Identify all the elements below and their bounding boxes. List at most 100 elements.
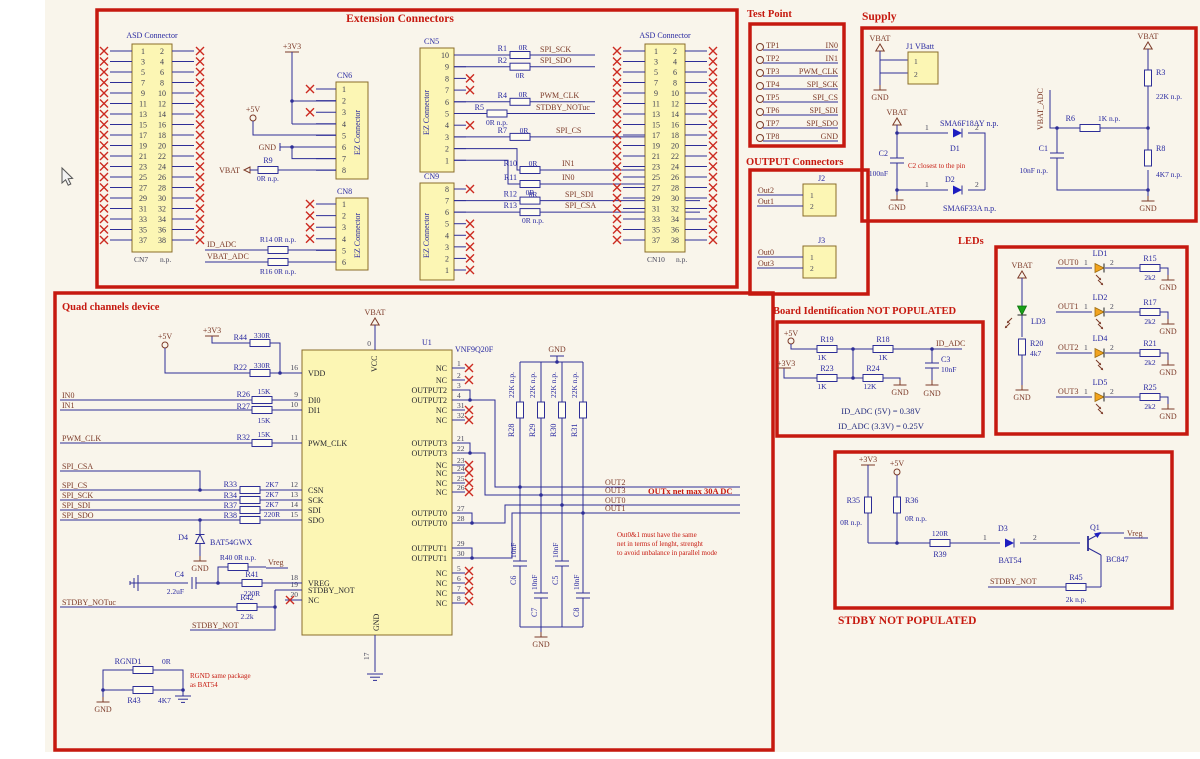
svg-text:28: 28 xyxy=(158,184,166,193)
resistor-r8 xyxy=(1144,149,1152,167)
svg-text:16: 16 xyxy=(158,121,166,130)
r7-ref: R7 xyxy=(498,126,507,135)
test-point-box xyxy=(748,22,846,148)
cn6-label: EZ Connector xyxy=(353,110,362,155)
svg-text:2: 2 xyxy=(342,97,346,106)
r18-value: 1K xyxy=(878,353,888,362)
svg-text:3: 3 xyxy=(445,243,449,252)
r45-value: 2k n.p. xyxy=(1066,595,1087,604)
svg-text:12: 12 xyxy=(158,100,166,109)
resistor-r20 xyxy=(1018,338,1026,356)
tp2-net: IN1 xyxy=(826,54,838,63)
net-gnd: GND xyxy=(891,388,909,397)
resistor-rgnd1 xyxy=(132,666,154,674)
resistor-r2 xyxy=(509,62,531,71)
c3-ref: C3 xyxy=(941,355,950,364)
u1-part: VNF9Q20F xyxy=(455,345,494,354)
r17-value: 2k2 xyxy=(1144,317,1156,326)
svg-text:15: 15 xyxy=(652,121,660,130)
resistor-r26 xyxy=(251,396,273,404)
net-spi-csa: SPI_CSA xyxy=(62,462,93,471)
net-gnd: GND xyxy=(923,389,941,398)
svg-text:4: 4 xyxy=(457,391,461,400)
svg-text:25: 25 xyxy=(139,173,147,182)
c7-value: 10nF xyxy=(530,575,539,590)
svg-text:10: 10 xyxy=(671,89,679,98)
net-gnd: GND xyxy=(1159,368,1177,377)
r39-value: 120R xyxy=(932,529,948,538)
cn10-ref: CN10 xyxy=(647,255,665,264)
svg-text:14: 14 xyxy=(158,110,166,119)
svg-text:4: 4 xyxy=(160,58,164,67)
r24-value: 12K xyxy=(864,382,878,391)
resistor-r5 xyxy=(486,109,508,118)
cn8-ref: CN8 xyxy=(337,187,352,196)
r4-ref: R4 xyxy=(498,91,507,100)
svg-text:29: 29 xyxy=(139,194,147,203)
ld5-pin2: 2 xyxy=(1110,387,1114,396)
r1-value: 0R xyxy=(519,43,528,52)
svg-text:23: 23 xyxy=(652,163,660,172)
net-5v: +5V xyxy=(246,105,261,114)
d2-pin2: 2 xyxy=(975,180,979,189)
test-point-title: Test Point xyxy=(747,9,792,20)
r43-ref: R43 xyxy=(127,696,140,705)
svg-text:33: 33 xyxy=(652,215,660,224)
svg-text:22: 22 xyxy=(158,152,166,161)
svg-text:NC: NC xyxy=(436,479,447,488)
r24-ref: R24 xyxy=(866,364,879,373)
led-row: OUT1 1 LD2 2 R17 2k2 GND xyxy=(1056,293,1177,336)
tp7-net: SPI_SDO xyxy=(806,119,838,128)
cn9-ref: CN9 xyxy=(424,172,439,181)
tp1-ref: TP1 xyxy=(766,41,779,50)
cn7-body xyxy=(131,43,173,253)
r35-ref: R35 xyxy=(847,496,860,505)
svg-text:34: 34 xyxy=(671,215,679,224)
resistor-r17 xyxy=(1139,308,1161,316)
c3-value: 10nF xyxy=(941,365,956,374)
ld2-net: OUT1 xyxy=(1058,302,1078,311)
svg-text:3: 3 xyxy=(654,58,658,67)
resistor-r24 xyxy=(862,374,884,382)
c4-value: 2.2uF xyxy=(167,587,184,596)
resistor-r11 xyxy=(519,180,541,188)
cn8-label: EZ Connector xyxy=(353,213,362,258)
net-gnd: GND xyxy=(871,93,889,102)
tp4-net: SPI_SCK xyxy=(807,80,838,89)
cn7-label: ASD Connector xyxy=(126,31,178,40)
c1-value: 10nF n.p. xyxy=(1019,166,1048,175)
r44-ref: R44 xyxy=(234,333,247,342)
net-vbat: VBAT xyxy=(887,108,908,117)
r42-value: 2.2k xyxy=(240,612,253,621)
net-out2: OUT2 xyxy=(605,478,625,487)
svg-text:OUTPUT3: OUTPUT3 xyxy=(411,449,447,458)
svg-text:DI1: DI1 xyxy=(308,406,320,415)
stdby-box xyxy=(833,450,1174,610)
svg-text:4: 4 xyxy=(342,120,346,129)
svg-text:12: 12 xyxy=(671,100,679,109)
tp3-ref: TP3 xyxy=(766,67,779,76)
net-vreg: Vreg xyxy=(268,558,284,567)
svg-text:3: 3 xyxy=(342,108,346,117)
svg-text:VDD: VDD xyxy=(308,369,326,378)
r18-ref: R18 xyxy=(876,335,889,344)
ld2-ref: LD2 xyxy=(1093,293,1108,302)
r43-value: 4K7 xyxy=(158,696,171,705)
resistor-r43 xyxy=(132,686,154,694)
svg-text:NC: NC xyxy=(436,488,447,497)
svg-text:SDO: SDO xyxy=(308,516,324,525)
board-id-title: Board Identification NOT POPULATED xyxy=(773,306,957,317)
svg-text:10: 10 xyxy=(158,89,166,98)
svg-text:6: 6 xyxy=(342,258,346,267)
svg-text:20: 20 xyxy=(291,590,299,599)
r38-ref: R38 xyxy=(224,511,237,520)
leds-title: LEDs xyxy=(958,236,984,247)
svg-text:NC: NC xyxy=(436,599,447,608)
d2-part: SMA6F33A n.p. xyxy=(943,204,996,213)
